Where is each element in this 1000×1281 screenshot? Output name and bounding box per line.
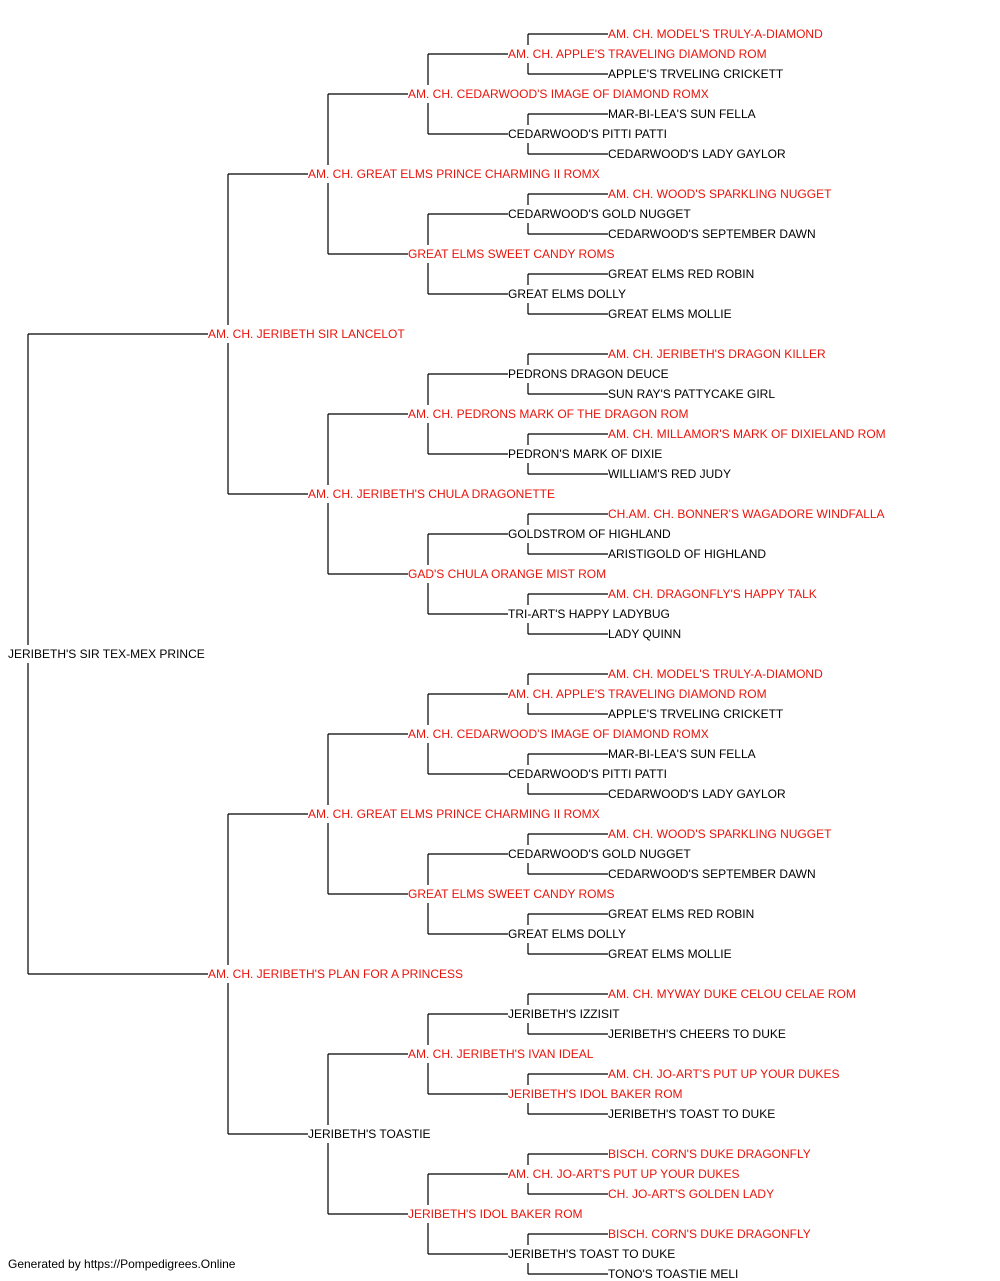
dog-dam-sire-sire-sire: AM. CH. APPLE'S TRAVELING DIAMOND ROM [508,687,767,701]
dog-dam-sire-dam: GREAT ELMS SWEET CANDY ROMS [408,887,615,901]
dog-sire-dam-dam-dam-dam: LADY QUINN [608,627,682,641]
dog-sire-dam-dam-dam-sire: AM. CH. DRAGONFLY'S HAPPY TALK [608,587,817,601]
dog-sire-dam-sire-dam-dam: WILLIAM'S RED JUDY [608,467,731,481]
dog-dam-sire-sire-dam-dam: CEDARWOOD'S LADY GAYLOR [608,787,786,801]
dog-dam-sire-dam-sire-sire: AM. CH. WOOD'S SPARKLING NUGGET [608,827,832,841]
dog-sire-dam-sire-dam: PEDRON'S MARK OF DIXIE [508,447,663,461]
dog-sire-sire-dam: GREAT ELMS SWEET CANDY ROMS [408,247,615,261]
dog-dam-sire-sire-sire-dam: APPLE'S TRVELING CRICKETT [608,707,784,721]
dog-dam-dam-dam-dam: JERIBETH'S TOAST TO DUKE [508,1247,676,1261]
dog-sire-sire-dam-dam-dam: GREAT ELMS MOLLIE [608,307,732,321]
dog-dam-dam-sire-dam: JERIBETH'S IDOL BAKER ROM [508,1087,683,1101]
dog-sire-sire-sire-sire: AM. CH. APPLE'S TRAVELING DIAMOND ROM [508,47,767,61]
dog-dam-sire-sire-sire-sire: AM. CH. MODEL'S TRULY-A-DIAMOND [608,667,823,681]
dog-dam-dam-sire: AM. CH. JERIBETH'S IVAN IDEAL [408,1047,594,1061]
generated-by-footer: Generated by https://Pompedigrees.Online [8,1257,236,1271]
dog-sire-sire-sire-sire-sire: AM. CH. MODEL'S TRULY-A-DIAMOND [608,27,823,41]
dog-sire-sire: AM. CH. GREAT ELMS PRINCE CHARMING II RO… [308,167,600,181]
dog-dam-dam-sire-sire-dam: JERIBETH'S CHEERS TO DUKE [608,1027,786,1041]
dog-sire: AM. CH. JERIBETH SIR LANCELOT [208,327,405,341]
dog-dam-sire-dam-dam-dam: GREAT ELMS MOLLIE [608,947,732,961]
dog-dam-dam-dam: JERIBETH'S IDOL BAKER ROM [408,1207,583,1221]
dog-dam-dam: JERIBETH'S TOASTIE [308,1127,431,1141]
dog-sire-sire-dam-sire: CEDARWOOD'S GOLD NUGGET [508,207,691,221]
dog-sire-sire-dam-dam: GREAT ELMS DOLLY [508,287,627,301]
dog-sire-dam: AM. CH. JERIBETH'S CHULA DRAGONETTE [308,487,555,501]
dog-dam-sire-sire: AM. CH. CEDARWOOD'S IMAGE OF DIAMOND ROM… [408,727,709,741]
dog: JERIBETH'S SIR TEX-MEX PRINCE [8,647,205,661]
dog-sire-sire-sire-dam-dam: CEDARWOOD'S LADY GAYLOR [608,147,786,161]
dog-dam-dam-sire-dam-sire: AM. CH. JO-ART'S PUT UP YOUR DUKES [608,1067,840,1081]
dog-sire-sire-sire-dam: CEDARWOOD'S PITTI PATTI [508,127,667,141]
dog-dam-sire-dam-dam-sire: GREAT ELMS RED ROBIN [608,907,755,921]
dog-sire-sire-sire-sire-dam: APPLE'S TRVELING CRICKETT [608,67,784,81]
dog-sire-dam-sire-sire: PEDRONS DRAGON DEUCE [508,367,669,381]
dog-sire-dam-sire: AM. CH. PEDRONS MARK OF THE DRAGON ROM [408,407,689,421]
dog-sire-dam-dam-sire-dam: ARISTIGOLD OF HIGHLAND [608,547,767,561]
dog-dam-dam-dam-sire: AM. CH. JO-ART'S PUT UP YOUR DUKES [508,1167,740,1181]
dog-dam-sire: AM. CH. GREAT ELMS PRINCE CHARMING II RO… [308,807,600,821]
dog-sire-dam-sire-sire-sire: AM. CH. JERIBETH'S DRAGON KILLER [608,347,826,361]
dog-sire-dam-sire-dam-sire: AM. CH. MILLAMOR'S MARK OF DIXIELAND ROM [608,427,886,441]
dog-dam: AM. CH. JERIBETH'S PLAN FOR A PRINCESS [208,967,464,981]
dog-dam-dam-dam-sire-dam: CH. JO-ART'S GOLDEN LADY [608,1187,775,1201]
dog-dam-sire-dam-sire-dam: CEDARWOOD'S SEPTEMBER DAWN [608,867,816,881]
dog-dam-sire-dam-dam: GREAT ELMS DOLLY [508,927,627,941]
dog-sire-dam-dam-sire-sire: CH.AM. CH. BONNER'S WAGADORE WINDFALLA [608,507,885,521]
dog-dam-dam-sire-dam-dam: JERIBETH'S TOAST TO DUKE [608,1107,776,1121]
dog-sire-dam-dam-dam: TRI-ART'S HAPPY LADYBUG [508,607,670,621]
dog-sire-dam-dam-sire: GOLDSTROM OF HIGHLAND [508,527,671,541]
dog-sire-dam-sire-sire-dam: SUN RAY'S PATTYCAKE GIRL [608,387,775,401]
dog-dam-sire-sire-dam: CEDARWOOD'S PITTI PATTI [508,767,667,781]
dog-dam-dam-dam-dam-sire: BISCH. CORN'S DUKE DRAGONFLY [608,1227,811,1241]
dog-dam-dam-sire-sire: JERIBETH'S IZZISIT [508,1007,620,1021]
dog-sire-sire-dam-sire-sire: AM. CH. WOOD'S SPARKLING NUGGET [608,187,832,201]
dog-dam-dam-dam-sire-sire: BISCH. CORN'S DUKE DRAGONFLY [608,1147,811,1161]
dog-dam-dam-sire-sire-sire: AM. CH. MYWAY DUKE CELOU CELAE ROM [608,987,856,1001]
dog-dam-sire-sire-dam-sire: MAR-BI-LEA'S SUN FELLA [608,747,756,761]
dog-sire-dam-dam: GAD'S CHULA ORANGE MIST ROM [408,567,607,581]
dog-sire-sire-dam-dam-sire: GREAT ELMS RED ROBIN [608,267,755,281]
dog-dam-sire-dam-sire: CEDARWOOD'S GOLD NUGGET [508,847,691,861]
dog-dam-dam-dam-dam-dam: TONO'S TOASTIE MELI [608,1267,739,1281]
dog-sire-sire-sire: AM. CH. CEDARWOOD'S IMAGE OF DIAMOND ROM… [408,87,709,101]
dog-sire-sire-sire-dam-sire: MAR-BI-LEA'S SUN FELLA [608,107,756,121]
dog-sire-sire-dam-sire-dam: CEDARWOOD'S SEPTEMBER DAWN [608,227,816,241]
